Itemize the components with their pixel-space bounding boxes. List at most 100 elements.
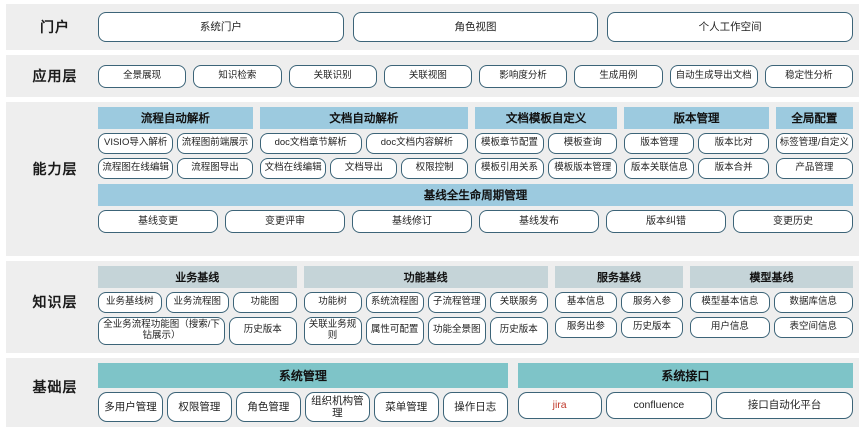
knowledge-item-0-1-1[interactable]: 历史版本 (229, 317, 297, 345)
application-item-3[interactable]: 关联视图 (383, 64, 472, 88)
capability-item-3-1-0[interactable]: 版本关联信息 (624, 158, 695, 179)
knowledge-item-0-1-0[interactable]: 全业务流程功能图（搜索/下钻展示） (98, 317, 226, 345)
capability-item-3-1-1[interactable]: 版本合并 (698, 158, 769, 179)
layer-body-portal: 系统门户 角色视图 个人工作空间 (98, 12, 854, 42)
base-item-0-0-3[interactable]: 组织机构管理 (304, 392, 370, 423)
baseline-lifecycle-item-4[interactable]: 版本纠错 (606, 210, 726, 233)
capability-item-2-1-1[interactable]: 模板版本管理 (548, 158, 618, 179)
layer-band-application: 应用层 全景展现 知识检索 关联识别 关联视图 影响度分析 生成用例 自动生成导… (6, 55, 859, 97)
knowledge-item-1-1-0[interactable]: 关联业务规则 (303, 317, 362, 345)
base-item-0-0-0[interactable]: 多用户管理 (98, 392, 163, 423)
capability-group-4-row-0: 标签管理/自定义 (775, 133, 854, 154)
knowledge-item-0-0-1[interactable]: 业务流程图 (165, 292, 229, 313)
baseline-lifecycle-item-3[interactable]: 基线发布 (479, 210, 599, 233)
knowledge-group-title-0: 业务基线 (98, 266, 297, 288)
knowledge-item-2-1-0[interactable]: 服务出参 (554, 317, 617, 338)
knowledge-group-1-row-1: 关联业务规则属性可配置功能全景图历史版本 (303, 317, 548, 345)
capability-item-0-0-1[interactable]: 流程图前端展示 (177, 133, 253, 154)
knowledge-item-1-0-1[interactable]: 系统流程图 (365, 292, 424, 313)
baseline-lifecycle-item-0[interactable]: 基线变更 (98, 210, 218, 233)
layer-band-knowledge: 知识层 业务基线业务基线树业务流程图功能图全业务流程功能图（搜索/下钻展示）历史… (6, 261, 859, 353)
capability-group-2: 文档模板自定义模板章节配置模板查询模板引用关系模板版本管理 (474, 107, 618, 179)
capability-item-1-1-0[interactable]: 文档在线编辑 (259, 158, 327, 179)
capability-item-1-0-1[interactable]: doc文档内容解析 (365, 133, 468, 154)
base-item-0-0-4[interactable]: 菜单管理 (373, 392, 439, 423)
knowledge-item-2-0-1[interactable]: 服务入参 (620, 292, 684, 313)
knowledge-group-1-row-0: 功能树系统流程图子流程管理关联服务 (303, 292, 548, 313)
portal-item-1[interactable]: 角色视图 (352, 12, 599, 42)
capability-item-2-1-0[interactable]: 模板引用关系 (474, 158, 545, 179)
capability-item-0-1-1[interactable]: 流程图导出 (177, 158, 253, 179)
knowledge-group-0: 业务基线业务基线树业务流程图功能图全业务流程功能图（搜索/下钻展示）历史版本 (98, 266, 297, 345)
base-item-1-0-1[interactable]: confluence (605, 392, 713, 419)
baseline-lifecycle-item-1[interactable]: 变更评审 (225, 210, 345, 233)
capability-item-2-0-0[interactable]: 模板章节配置 (474, 133, 545, 154)
portal-item-0[interactable]: 系统门户 (98, 12, 344, 42)
baseline-lifecycle-item-2[interactable]: 基线修订 (352, 210, 472, 233)
knowledge-item-1-0-3[interactable]: 关联服务 (489, 292, 548, 313)
capability-group-3: 版本管理版本管理版本比对版本关联信息版本合并 (624, 107, 769, 179)
capability-item-1-1-2[interactable]: 权限控制 (401, 158, 468, 179)
knowledge-item-1-0-2[interactable]: 子流程管理 (427, 292, 486, 313)
knowledge-item-0-0-2[interactable]: 功能图 (233, 292, 297, 313)
layer-label-capability: 能力层 (32, 161, 78, 177)
knowledge-item-3-0-1[interactable]: 数据库信息 (773, 292, 854, 313)
capability-group-2-row-1: 模板引用关系模板版本管理 (474, 158, 618, 179)
baseline-lifecycle-section: 基线全生命周期管理 基线变更变更评审基线修订基线发布版本纠错变更历史 (98, 184, 853, 233)
capability-group-title-2: 文档模板自定义 (474, 107, 618, 129)
capability-item-1-0-0[interactable]: doc文档章节解析 (259, 133, 362, 154)
capability-group-title-3: 版本管理 (624, 107, 769, 129)
knowledge-item-2-1-1[interactable]: 历史版本 (620, 317, 684, 338)
capability-item-3-0-1[interactable]: 版本比对 (698, 133, 769, 154)
capability-group-4: 全局配置标签管理/自定义产品管理 (775, 107, 854, 179)
layer-band-portal: 门户 系统门户 角色视图 个人工作空间 (6, 4, 859, 50)
baseline-lifecycle-row: 基线变更变更评审基线修订基线发布版本纠错变更历史 (98, 210, 853, 233)
base-item-0-0-2[interactable]: 角色管理 (235, 392, 301, 423)
knowledge-item-1-1-1[interactable]: 属性可配置 (365, 317, 424, 345)
capability-group-0-row-0: VISIO导入解析流程图前端展示 (98, 133, 253, 154)
base-item-0-0-1[interactable]: 权限管理 (166, 392, 232, 423)
knowledge-item-1-0-0[interactable]: 功能树 (303, 292, 362, 313)
knowledge-item-0-0-0[interactable]: 业务基线树 (98, 292, 162, 313)
layer-body-knowledge: 业务基线业务基线树业务流程图功能图全业务流程功能图（搜索/下钻展示）历史版本功能… (98, 266, 854, 345)
capability-group-3-row-0: 版本管理版本比对 (624, 133, 769, 154)
knowledge-group-0-row-1: 全业务流程功能图（搜索/下钻展示）历史版本 (98, 317, 297, 345)
application-item-2[interactable]: 关联识别 (288, 64, 377, 88)
base-item-1-0-0[interactable]: jira (517, 392, 602, 419)
capability-item-1-1-1[interactable]: 文档导出 (330, 158, 398, 179)
capability-item-4-0-0[interactable]: 标签管理/自定义 (775, 133, 854, 154)
application-item-7[interactable]: 稳定性分析 (764, 64, 853, 88)
portal-item-2[interactable]: 个人工作空间 (607, 12, 854, 42)
application-item-6[interactable]: 自动生成导出文档 (669, 64, 758, 88)
application-item-4[interactable]: 影响度分析 (479, 64, 568, 88)
capability-item-0-0-0[interactable]: VISIO导入解析 (98, 133, 174, 154)
base-group-title-1: 系统接口 (517, 363, 853, 388)
knowledge-item-3-1-1[interactable]: 表空间信息 (773, 317, 854, 338)
knowledge-group-2-row-1: 服务出参历史版本 (554, 317, 684, 338)
knowledge-group-3-row-1: 用户信息表空间信息 (690, 317, 854, 338)
application-item-5[interactable]: 生成用例 (574, 64, 663, 88)
capability-item-3-0-0[interactable]: 版本管理 (624, 133, 695, 154)
knowledge-item-2-0-0[interactable]: 基本信息 (554, 292, 617, 313)
application-item-1[interactable]: 知识检索 (193, 64, 282, 88)
capability-item-2-0-1[interactable]: 模板查询 (548, 133, 618, 154)
base-item-1-0-2[interactable]: 接口自动化平台 (716, 392, 853, 419)
knowledge-item-3-1-0[interactable]: 用户信息 (690, 317, 770, 338)
base-group-title-0: 系统管理 (98, 363, 508, 388)
knowledge-item-3-0-0[interactable]: 模型基本信息 (690, 292, 770, 313)
capability-item-0-1-0[interactable]: 流程图在线编辑 (98, 158, 174, 179)
capability-group-title-4: 全局配置 (775, 107, 854, 129)
knowledge-item-1-1-3[interactable]: 历史版本 (489, 317, 548, 345)
knowledge-item-1-1-2[interactable]: 功能全景图 (427, 317, 486, 345)
application-item-0[interactable]: 全景展现 (98, 64, 187, 88)
knowledge-group-0-row-0: 业务基线树业务流程图功能图 (98, 292, 297, 313)
baseline-lifecycle-item-5[interactable]: 变更历史 (733, 210, 853, 233)
base-item-0-0-5[interactable]: 操作日志 (442, 392, 508, 423)
capability-item-4-1-0[interactable]: 产品管理 (775, 158, 854, 179)
